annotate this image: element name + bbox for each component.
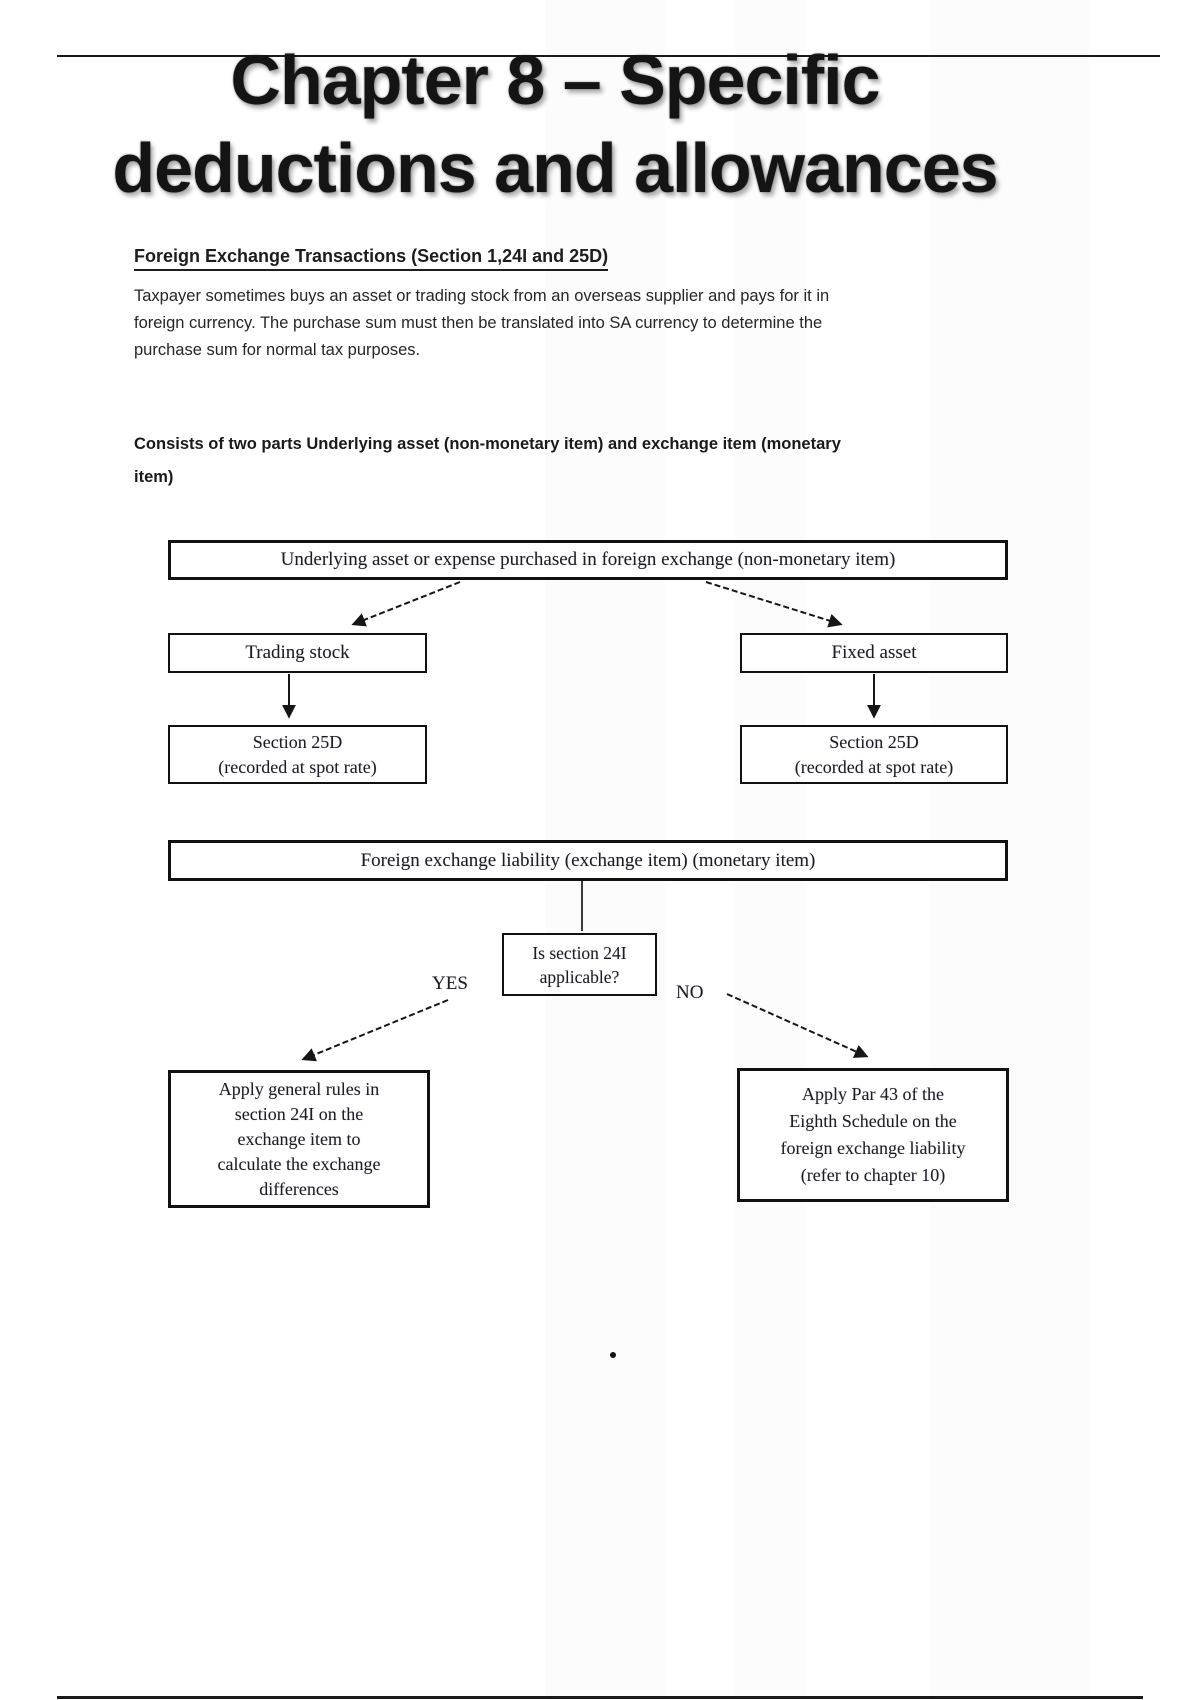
no-branch-label: NO — [676, 982, 704, 1003]
flowchart-trading-stock-box: Trading stock — [168, 633, 427, 673]
arrow-root-to-fixed-asset — [705, 581, 843, 628]
chapter-title-line-2: deductions and allowances — [112, 129, 998, 207]
chapter-title-line-1: Chapter 8 – Specific — [230, 41, 880, 119]
bottom-rule — [57, 1696, 1143, 1699]
flowchart-fixed-asset-box: Fixed asset — [740, 633, 1008, 673]
flowchart-section25d-left-box: Section 25D(recorded at spot rate) — [168, 725, 427, 784]
arrow-yes-branch — [301, 999, 449, 1062]
arrow-no-branch — [726, 993, 869, 1058]
ink-dot — [610, 1352, 616, 1358]
section-heading: Foreign Exchange Transactions (Section 1… — [134, 246, 609, 271]
two-parts-subheading: Consists of two parts Underlying asset (… — [134, 435, 841, 486]
arrow-root-to-trading-stock — [351, 581, 461, 627]
flowchart-section25d-right-box: Section 25D(recorded at spot rate) — [740, 725, 1008, 784]
flowchart-liability-box: Foreign exchange liability (exchange ite… — [168, 840, 1008, 881]
yes-branch-label: YES — [432, 973, 468, 994]
flowchart-root-box: Underlying asset or expense purchased in… — [168, 540, 1008, 580]
intro-paragraph: Taxpayer sometimes buys an asset or trad… — [134, 287, 830, 359]
top-rule — [57, 55, 1160, 57]
